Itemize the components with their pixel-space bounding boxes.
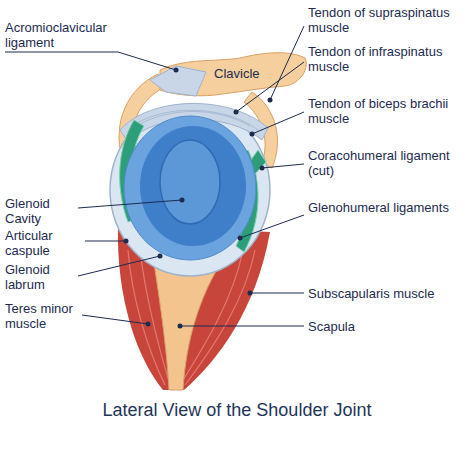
part-label: Coracohumeral ligament (cut) (308, 148, 470, 178)
part-label: Teres minor muscle (5, 301, 101, 331)
part-label: Glenoid labrum (5, 262, 77, 292)
part-label: Tendon of infraspinatus muscle (308, 44, 470, 74)
diagram-title: Lateral View of the Shoulder Joint (0, 398, 474, 422)
part-label: Glenoid Cavity (5, 196, 77, 226)
part-label: Scapula (308, 319, 470, 334)
part-label: Tendon of supraspinatus muscle (308, 5, 470, 35)
part-label: Articular caspule (5, 228, 85, 258)
part-label: Glenohumeral ligaments (308, 200, 470, 215)
part-label: Tendon of biceps brachii muscle (308, 96, 470, 126)
part-label: Acromioclavicular ligament (5, 20, 145, 50)
part-label: Subscapularis muscle (308, 286, 470, 301)
part-label: Clavicle (214, 66, 274, 81)
